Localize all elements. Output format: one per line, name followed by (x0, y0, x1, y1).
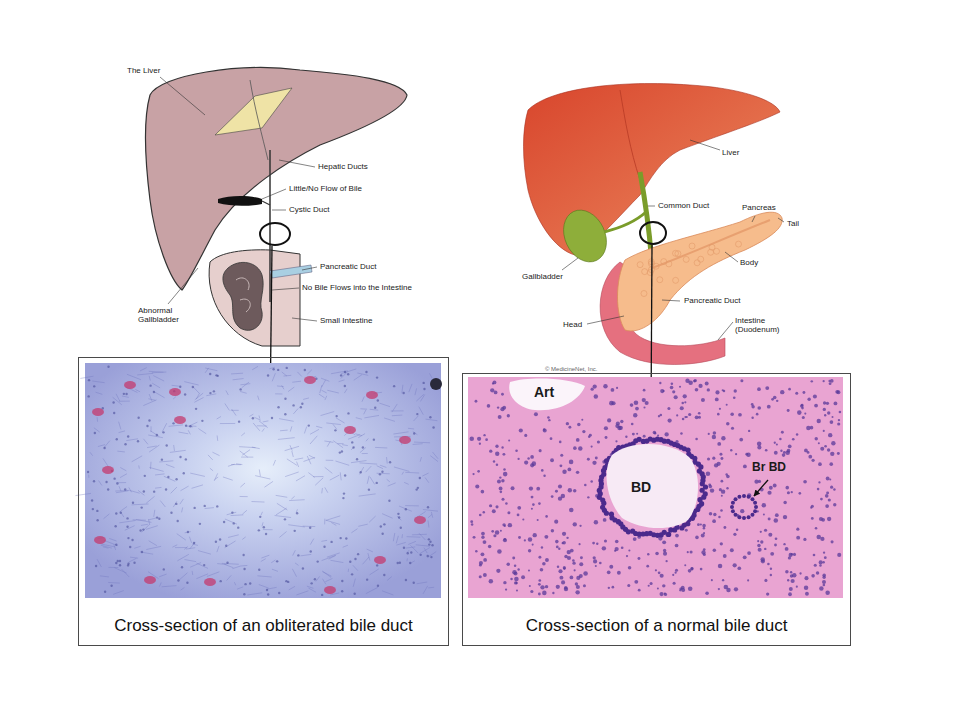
organ-label: Gallbladder (522, 272, 563, 281)
organ-label: Tail (787, 219, 799, 228)
organ-label: Hepatic Ducts (318, 162, 368, 171)
organ-label: Pancreas (742, 203, 776, 212)
organ-label: Liver (722, 148, 739, 157)
watermark: © MedicineNet, Inc. (545, 366, 597, 373)
image-panel: Cross-section of a normal bile duct (462, 373, 851, 646)
micrograph-obliterated (75, 363, 442, 598)
organ-label: Pancreatic Duct (684, 296, 740, 305)
organ-label: Head (563, 320, 582, 329)
organ-label: Pancreatic Duct (320, 262, 376, 271)
organ-drawing (524, 84, 785, 417)
image-panel: Cross-section of an obliterated bile duc… (78, 357, 449, 646)
organ-label: Common Duct (658, 201, 709, 210)
micrograph-normal (468, 377, 843, 598)
panel-caption: Cross-section of an obliterated bile duc… (114, 616, 413, 636)
organ-label: Small Intestine (320, 316, 372, 325)
histology-label: Art (534, 384, 554, 400)
note-label: Little/No Flow of Bile (289, 184, 362, 193)
histology-label: BD (631, 479, 651, 495)
organ-label: Cystic Duct (289, 205, 329, 214)
organ-label: Abnormal Gallbladder (138, 306, 194, 324)
organ-label: Body (740, 258, 758, 267)
organ-label: The Liver (127, 66, 160, 75)
note-label: No Bile Flows into the Intestine (302, 283, 412, 292)
histology-label: Br BD (752, 461, 786, 475)
organ-label: Intestine (Duodenum) (735, 316, 791, 334)
panel-caption: Cross-section of a normal bile duct (526, 616, 788, 636)
